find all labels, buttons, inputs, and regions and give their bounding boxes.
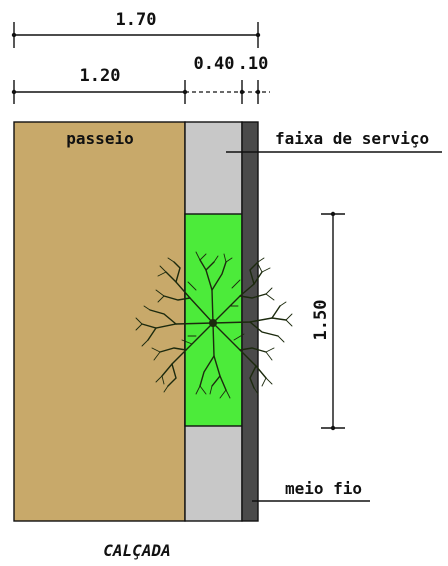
curb-callout: meio fio — [252, 479, 370, 502]
total-width-label: 1.70 — [116, 10, 157, 30]
diagram-caption: CALÇADA — [103, 541, 170, 560]
planter-length-dimension: 1.50 — [311, 211, 345, 431]
walkway-label: passeio — [66, 129, 133, 148]
curb-label: meio fio — [285, 479, 362, 498]
tree-icon — [135, 251, 293, 399]
partial-width-dimensions: 1.20 0.40 .10 — [11, 54, 270, 104]
walkway-width-label: 1.20 — [80, 66, 121, 86]
curb-width-label: .10 — [238, 54, 269, 74]
total-width-dimension: 1.70 — [11, 10, 261, 48]
service-strip-label: faixa de serviço — [275, 129, 429, 148]
service-strip-width-label: 0.40 — [194, 54, 235, 74]
service-strip-callout: faixa de serviço — [226, 129, 442, 153]
walkway-area — [13, 121, 186, 522]
planter-length-label: 1.50 — [311, 300, 331, 341]
